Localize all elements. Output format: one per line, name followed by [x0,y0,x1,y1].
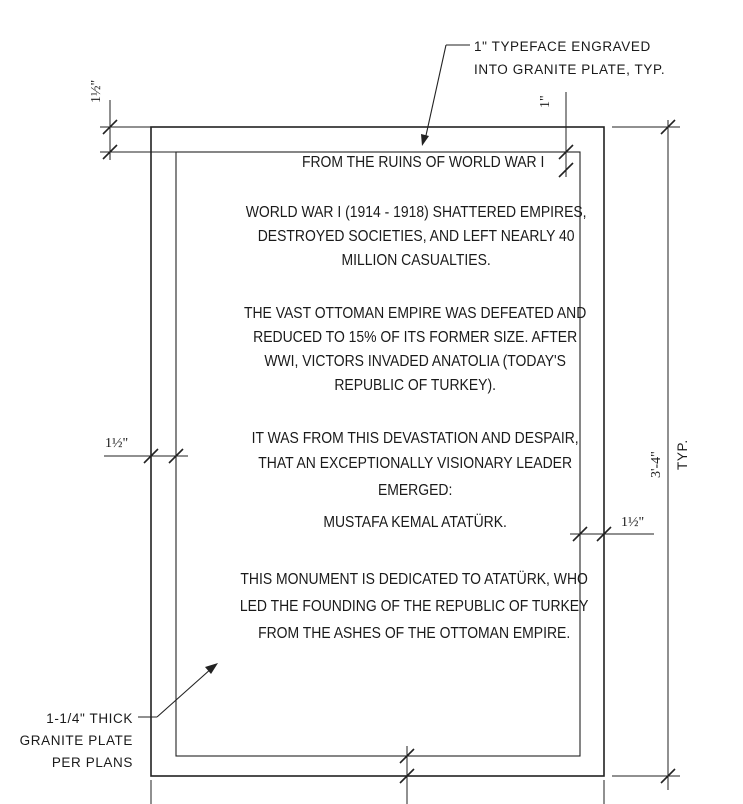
height-note: TYP. [675,439,690,470]
inner-engraving-border [175,151,581,757]
paragraph-4-line-3: FROM THE ASHES OF THE OTTOMAN EMPIRE. [258,625,570,642]
paragraph-4-line-1: THIS MONUMENT IS DEDICATED TO ATATÜRK, W… [240,569,587,588]
top-margin-dimension: 1½" [89,80,176,160]
granite-leader-line-diagonal [156,667,213,718]
typeface-note-line-1: 1" TYPEFACE ENGRAVED [474,39,651,54]
paragraph-3-line-2: THAT AN EXCEPTIONALLY VISIONARY LEADER [258,455,572,472]
granite-note-line-3: PER PLANS [52,755,133,770]
typeface-callout: 1" TYPEFACE ENGRAVED INTO GRANITE PLATE,… [421,39,665,146]
inner-offset-dimension: 1" [538,92,580,178]
outer-plate-outline [150,126,605,777]
paragraph-2-line-1: THE VAST OTTOMAN EMPIRE WAS DEFEATED AND [244,305,586,322]
left-margin-dimension: 1½" [104,436,188,464]
typeface-leader-line-diagonal [424,44,447,141]
paragraph-2-line-4: REPUBLIC OF TURKEY). [334,377,496,394]
right-margin-dimension: 1½" [570,515,654,542]
right-margin-label: 1½" [621,515,644,530]
height-label: 3'-4" [649,451,664,478]
panel-text-block: FROM THE RUINS OF WORLD WAR I WORLD WAR … [240,154,589,642]
paragraph-3-line-1: IT WAS FROM THIS DEVASTATION AND DESPAIR… [252,430,579,447]
paragraph-2-line-3: WWI, VICTORS INVADED ANATOLIA (TODAY'S [264,353,566,370]
paragraph-4-line-2: LED THE FOUNDING OF THE REPUBLIC OF TURK… [240,598,589,615]
inner-offset-label: 1" [538,95,553,108]
bottom-offset-dimension [399,746,415,804]
paragraph-2-line-2: REDUCED TO 15% OF ITS FORMER SIZE. AFTER [253,329,577,346]
typeface-leader-arrowhead [421,134,429,146]
granite-callout: 1-1/4" THICK GRANITE PLATE PER PLANS [20,663,218,770]
paragraph-1-line-3: MILLION CASUALTIES. [342,252,491,269]
paragraph-3-line-4: MUSTAFA KEMAL ATATÜRK. [323,512,507,531]
paragraph-1-line-2: DESTROYED SOCIETIES, AND LEFT NEARLY 40 [258,228,575,245]
left-margin-label: 1½" [105,436,128,451]
granite-note-line-1: 1-1/4" THICK [46,711,133,726]
paragraph-1-line-1: WORLD WAR I (1914 - 1918) SHATTERED EMPI… [246,204,587,221]
typeface-note-line-2: INTO GRANITE PLATE, TYP. [474,62,665,77]
granite-note-line-2: GRANITE PLATE [20,733,133,748]
panel-heading: FROM THE RUINS OF WORLD WAR I [302,154,544,171]
paragraph-3-line-3: EMERGED: [378,482,452,499]
height-dimension: 3'-4" TYP. [612,119,690,790]
top-margin-label: 1½" [89,80,104,103]
granite-leader-arrowhead [205,663,218,674]
